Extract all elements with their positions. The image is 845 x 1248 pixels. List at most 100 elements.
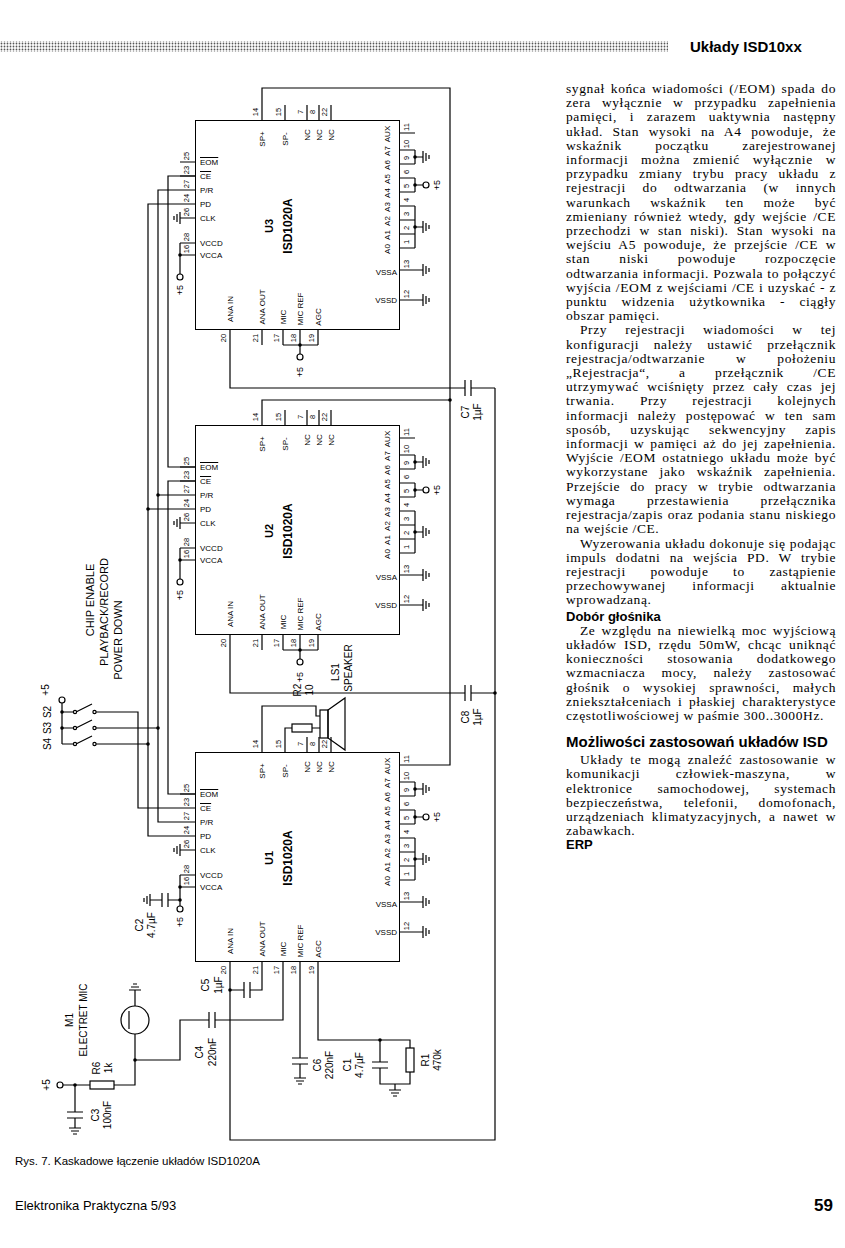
pin-name: NC bbox=[304, 129, 312, 141]
capacitor-symbol bbox=[465, 380, 471, 701]
pin-name: VSSD bbox=[375, 297, 397, 305]
speaker-wiring bbox=[262, 706, 320, 737]
pin-name: AUX bbox=[384, 758, 392, 774]
pin-number: 11 bbox=[403, 755, 411, 763]
signal-name: CHIP ENABLE bbox=[85, 564, 96, 637]
pin-number: 17 bbox=[273, 639, 281, 647]
switch-ref: S3 bbox=[43, 722, 53, 734]
chip-type: ISD1020A bbox=[282, 503, 294, 558]
pin-number: 17 bbox=[273, 334, 281, 342]
pin-name: EOM bbox=[200, 791, 218, 799]
pin-name: P/R bbox=[200, 492, 213, 500]
pin-name: VSSA bbox=[376, 269, 397, 277]
pin-name: MIC bbox=[280, 615, 288, 630]
body-paragraph: Ze względu na niewielką moc wyjściową uk… bbox=[566, 624, 836, 723]
pin-number: 13 bbox=[403, 260, 411, 268]
pin-name: A4 bbox=[384, 820, 392, 830]
supply-label: +5 bbox=[433, 812, 442, 822]
pin-number: 13 bbox=[403, 565, 411, 573]
signal-name: POWER DOWN bbox=[113, 600, 124, 679]
pin-name: NC bbox=[328, 434, 336, 446]
pin-number: 2 bbox=[403, 226, 411, 230]
pin-number: 26 bbox=[183, 208, 191, 216]
supply-label: +5 bbox=[433, 485, 442, 495]
pin-name: VSSA bbox=[376, 574, 397, 582]
pin-number: 25 bbox=[183, 152, 191, 160]
pin-name: ANA OUT bbox=[259, 594, 267, 629]
speaker-symbol bbox=[320, 710, 328, 738]
part-value: 1µF bbox=[473, 403, 483, 420]
pin-number: 16 bbox=[183, 245, 191, 253]
pin-name: P/R bbox=[200, 187, 213, 195]
pin-number: 6 bbox=[403, 475, 411, 479]
ic-pins bbox=[174, 105, 429, 345]
pin-number: 21 bbox=[252, 966, 260, 974]
pin-name: A7 bbox=[384, 778, 392, 788]
pin-number: 26 bbox=[183, 840, 191, 848]
pin-name: A6 bbox=[384, 792, 392, 802]
pin-number: 6 bbox=[403, 802, 411, 806]
pin-name: ANA IN bbox=[227, 601, 235, 627]
chip-ref: U2 bbox=[264, 524, 275, 538]
pin-number: 11 bbox=[403, 123, 411, 131]
pin-number: 7 bbox=[297, 110, 305, 114]
resistor-symbol bbox=[292, 724, 312, 732]
pin-number: 3 bbox=[403, 212, 411, 216]
pin-number: 13 bbox=[403, 892, 411, 900]
pin-name: A0 bbox=[384, 876, 392, 886]
pin-name: A5 bbox=[384, 806, 392, 816]
supply-label: +5 bbox=[176, 917, 185, 927]
pin-number: 22 bbox=[321, 740, 329, 748]
pin-name: MIC REF bbox=[297, 293, 305, 326]
pin-number: 21 bbox=[252, 639, 260, 647]
pin-number: 24 bbox=[183, 826, 191, 834]
pin-number: 2 bbox=[403, 858, 411, 862]
pin-number: 15 bbox=[275, 108, 283, 116]
pin-number: 7 bbox=[297, 742, 305, 746]
author-signature: ERP bbox=[566, 838, 836, 852]
pin-number: 10 bbox=[403, 140, 411, 148]
pin-name: A4 bbox=[384, 493, 392, 503]
pin-name: VSSA bbox=[376, 901, 397, 909]
ic-pins bbox=[174, 737, 429, 977]
running-header: Układy ISD10xx bbox=[690, 39, 802, 54]
pin-name: NC bbox=[328, 761, 336, 773]
pin-name: PD bbox=[200, 506, 211, 514]
pin-number: 20 bbox=[220, 639, 228, 647]
pin-number: 9 bbox=[403, 156, 411, 160]
pin-number: 10 bbox=[403, 772, 411, 780]
pin-number: 22 bbox=[321, 108, 329, 116]
supply-terminal bbox=[57, 1082, 63, 1088]
pin-name: NC bbox=[316, 434, 324, 446]
pin-name: A3 bbox=[384, 202, 392, 212]
pin-name: A5 bbox=[384, 479, 392, 489]
part-value: 220nF bbox=[325, 1051, 335, 1079]
pin-name: VCCA bbox=[200, 884, 222, 892]
part-ref: C6 bbox=[313, 1059, 323, 1072]
signal-name: PLAYBACK/RECORD bbox=[99, 558, 110, 666]
pin-name: A4 bbox=[384, 188, 392, 198]
pin-number: 28 bbox=[183, 233, 191, 241]
pin-name: VSSD bbox=[375, 602, 397, 610]
pin-name: A1 bbox=[384, 862, 392, 872]
pin-number: 11 bbox=[403, 428, 411, 436]
page-number: 59 bbox=[814, 1197, 833, 1214]
pin-name: MIC bbox=[280, 310, 288, 325]
pin-number: 20 bbox=[220, 334, 228, 342]
pin-name: SP- bbox=[282, 764, 290, 777]
pin-number: 4 bbox=[403, 198, 411, 202]
part-value: 4.7µF bbox=[147, 912, 157, 938]
pin-name: A2 bbox=[384, 216, 392, 226]
switch-contact bbox=[93, 726, 96, 729]
pin-number: 25 bbox=[183, 457, 191, 465]
pin-name: VSSD bbox=[375, 929, 397, 937]
ic-pins bbox=[174, 410, 429, 650]
chip-type: ISD1020A bbox=[282, 198, 294, 253]
supply-label: +5 bbox=[296, 367, 305, 377]
pin-name: VCCA bbox=[200, 557, 222, 565]
part-ref: C7 bbox=[461, 406, 471, 419]
resistor-symbol bbox=[406, 1048, 414, 1072]
supply-label: +5 bbox=[433, 180, 442, 190]
pin-name: SP+ bbox=[259, 763, 267, 778]
pin-number: 16 bbox=[183, 550, 191, 558]
